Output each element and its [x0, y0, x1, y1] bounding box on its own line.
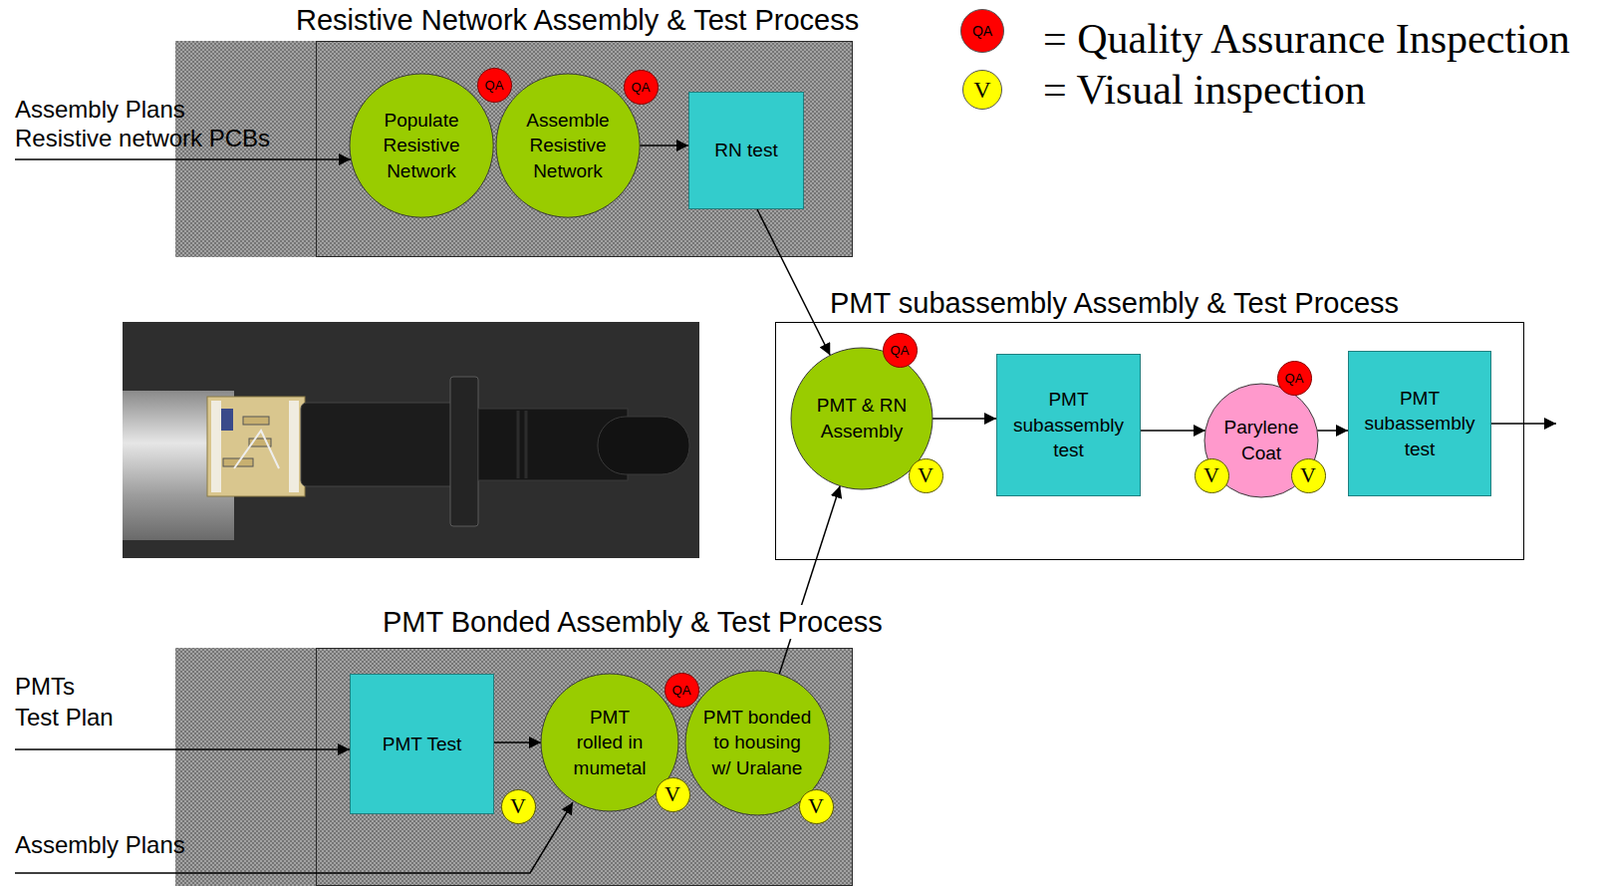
- qa-badge: QA: [882, 332, 918, 368]
- standoff: [288, 400, 299, 493]
- qa-badge: QA: [477, 67, 513, 103]
- visual-badge: V: [1291, 458, 1327, 494]
- panel-fills: [175, 40, 853, 886]
- node-label: RN test: [696, 137, 797, 164]
- visual-badge: V: [799, 789, 834, 824]
- test-box: PMT subassembly test: [1347, 350, 1492, 497]
- node-label: PMT Test: [358, 731, 487, 758]
- node-label: PMT rolled in mumetal: [568, 704, 651, 782]
- circle-shape: [496, 73, 640, 218]
- standoff: [211, 400, 222, 493]
- tube-rings: [518, 410, 527, 479]
- process-circle: Populate Resistive Network: [348, 72, 495, 219]
- process-group-panel: PMT Bonded Assembly & Test ProcessPMT Te…: [175, 647, 853, 886]
- component: [219, 408, 234, 431]
- pmt-body: [300, 402, 457, 487]
- pmt-cap: [597, 416, 690, 475]
- input-arrow: [14, 158, 351, 161]
- pmt-photo: [122, 321, 700, 558]
- panel-frame: [316, 41, 853, 258]
- node-label: Assemble Resistive Network: [513, 107, 623, 185]
- flow-arrow: [779, 486, 840, 674]
- node-label: Populate Resistive Network: [366, 107, 477, 185]
- flow-arrow: [494, 741, 541, 744]
- test-box: RN test: [688, 91, 804, 210]
- wire: [234, 430, 279, 469]
- node-label: Parylene Coat: [1216, 414, 1307, 466]
- mumetal-tube: [122, 390, 235, 540]
- legend-text: = Quality Assurance Inspection: [1043, 14, 1571, 63]
- panel-heading: Resistive Network Assembly & Test Proces…: [292, 2, 862, 37]
- input-arrow: [14, 748, 350, 751]
- process-circle: Assemble Resistive Network: [495, 72, 641, 219]
- node-label: PMT subassembly test: [1355, 385, 1484, 463]
- input-label: Assembly Plans: [14, 830, 186, 859]
- test-box: PMT subassembly test: [996, 353, 1141, 497]
- input-label: PMTs: [14, 672, 75, 701]
- input-label: Assembly Plans: [14, 95, 186, 124]
- process-group-panel: Resistive Network Assembly & Test Proces…: [175, 40, 853, 258]
- flow-arrow: [757, 209, 830, 355]
- panel-fill: [175, 40, 853, 258]
- flow-arrow: [639, 144, 689, 147]
- node-label: PMT bonded to housing w/ Uralane: [701, 704, 812, 782]
- hatched-panel: [175, 40, 853, 258]
- panel-fill: [175, 647, 853, 886]
- panel-heading: PMT Bonded Assembly & Test Process: [379, 604, 886, 639]
- qa-badge: QA: [1277, 360, 1313, 396]
- qa-badge: QA: [623, 69, 659, 105]
- panel-heading: PMT subassembly Assembly & Test Process: [826, 285, 1402, 320]
- test-box: PMT Test: [349, 673, 495, 814]
- visual-badge: V: [655, 777, 691, 812]
- input-label: Test Plan: [14, 703, 114, 732]
- input-arrows: [14, 159, 1557, 873]
- node-label: PMT subassembly test: [1005, 386, 1133, 464]
- node-label: PMT & RN Assembly: [806, 392, 917, 444]
- component: [243, 416, 269, 425]
- input-label: Resistive network PCBs: [14, 124, 270, 153]
- visual-badge: V: [501, 789, 536, 824]
- legend-text: = Visual inspection: [1043, 65, 1366, 114]
- legend-symbol-text: QA: [960, 8, 1005, 53]
- legend-symbol-text: V: [962, 69, 1003, 110]
- visual-badge: V: [908, 458, 944, 494]
- circle-shape: [349, 73, 494, 218]
- flow-arrow: [1140, 429, 1206, 432]
- photo-ground: [122, 321, 700, 558]
- flow-arrow: [1317, 429, 1348, 432]
- resistive-network-board: [207, 396, 305, 497]
- flow-arrow: [932, 417, 997, 420]
- qa-badge: QA: [664, 672, 700, 708]
- hatched-panel: [175, 647, 853, 886]
- visual-badge: V: [1194, 458, 1230, 494]
- panel-frame: [316, 648, 853, 886]
- flange: [450, 376, 479, 527]
